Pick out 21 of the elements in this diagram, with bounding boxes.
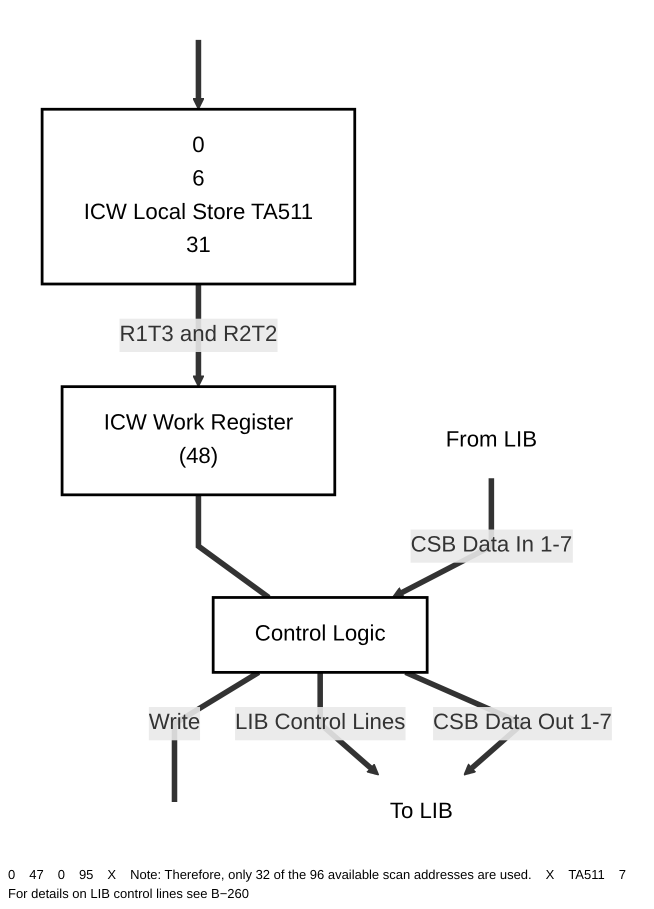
note-text: For details on LIB control lines see B−260 bbox=[8, 886, 250, 901]
note-text: Note: Therefore, only 32 of the 96 available scan addresses are used. bbox=[130, 867, 532, 882]
bit-number: 95 bbox=[78, 867, 94, 882]
gate-mark: X bbox=[107, 867, 116, 882]
edge-label: CSB Data In 1-7 bbox=[410, 534, 572, 558]
arrow bbox=[192, 40, 205, 110]
node-box: ICW Work Register (48) bbox=[60, 385, 336, 496]
node-box: 0 6 ICW Local Store TA511 31 bbox=[40, 108, 356, 286]
step-number: 7 bbox=[618, 867, 626, 882]
edge-label: CSB Data Out 1-7 bbox=[433, 711, 612, 735]
edge-label: R1T3 and R2T2 bbox=[119, 322, 278, 346]
node-text: To LIB bbox=[390, 800, 453, 824]
node-box: Control Logic bbox=[212, 596, 429, 674]
edge-label: LIB Control Lines bbox=[235, 711, 406, 735]
gate-mark: X bbox=[546, 867, 554, 882]
bit-number: 0 bbox=[8, 867, 16, 882]
signal-name: TA511 bbox=[568, 867, 605, 882]
bit-number: 0 bbox=[58, 867, 65, 882]
edge-label: Write bbox=[148, 711, 200, 735]
node-text: From LIB bbox=[446, 428, 537, 452]
bit-number: 47 bbox=[29, 867, 44, 882]
